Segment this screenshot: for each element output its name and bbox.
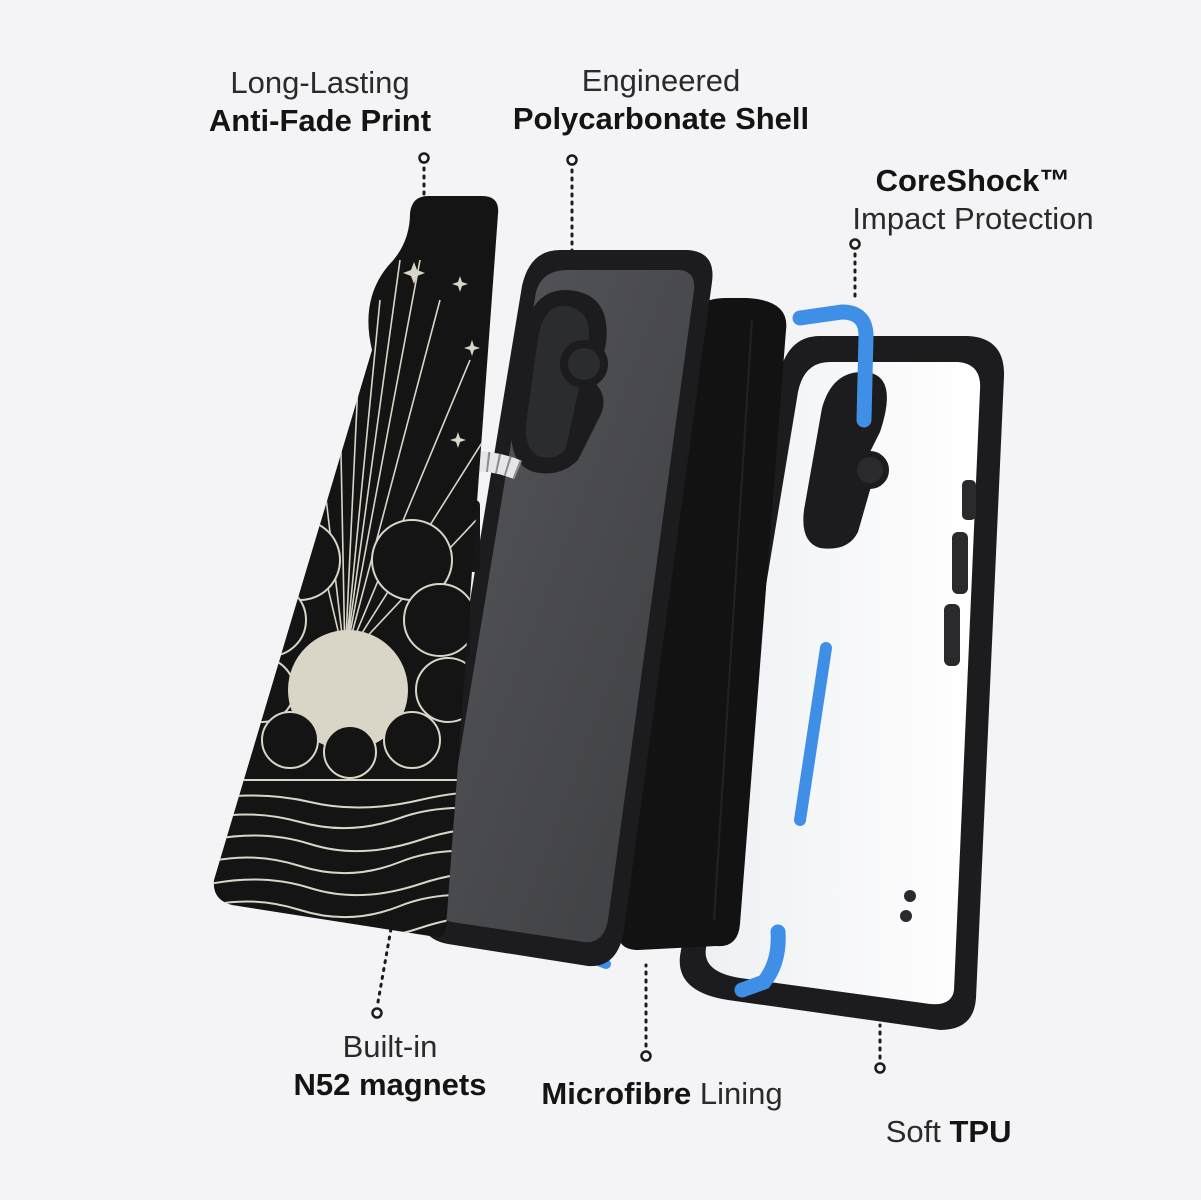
leader-dot-shell xyxy=(566,154,578,166)
polycarbonate-shell xyxy=(419,250,713,967)
label-lining-regular: Lining xyxy=(691,1076,783,1111)
label-tpu-regular: Soft xyxy=(885,1113,950,1149)
label-coreshock-line2: Impact Protection xyxy=(852,200,1094,236)
label-shell-line2: Polycarbonate Shell xyxy=(512,100,810,136)
label-tpu-bold: TPU xyxy=(949,1113,1012,1149)
label-n52-magnets: Built-in N52 magnets xyxy=(270,1028,510,1104)
coreshock-inserts xyxy=(585,304,874,998)
leader-dot-tpu xyxy=(874,1062,886,1074)
leader-dot-coreshock xyxy=(849,238,861,250)
leader-dot-magnets xyxy=(371,1007,383,1019)
label-lining-bold: Microfibre xyxy=(541,1076,692,1111)
label-shell-line1: Engineered xyxy=(581,63,741,98)
label-magnets-line1: Built-in xyxy=(342,1029,438,1064)
microfibre-lining xyxy=(617,298,787,950)
label-print-line2: Anti-Fade Print xyxy=(208,102,432,138)
leader-dot-lining xyxy=(640,1050,652,1062)
label-print-line1: Long-Lasting xyxy=(230,65,410,100)
label-anti-fade-print: Long-Lasting Anti-Fade Print xyxy=(180,64,460,140)
label-coreshock: CoreShock™ Impact Protection xyxy=(820,162,1126,238)
label-polycarbonate-shell: Engineered Polycarbonate Shell xyxy=(476,62,846,138)
label-coreshock-line1: CoreShock™ xyxy=(875,163,1071,198)
label-microfibre-lining: Microfibre Lining xyxy=(512,1075,812,1113)
label-magnets-line2: N52 magnets xyxy=(293,1066,487,1102)
leader-dot-print xyxy=(418,152,430,164)
label-soft-tpu: Soft TPU xyxy=(850,1075,1030,1151)
